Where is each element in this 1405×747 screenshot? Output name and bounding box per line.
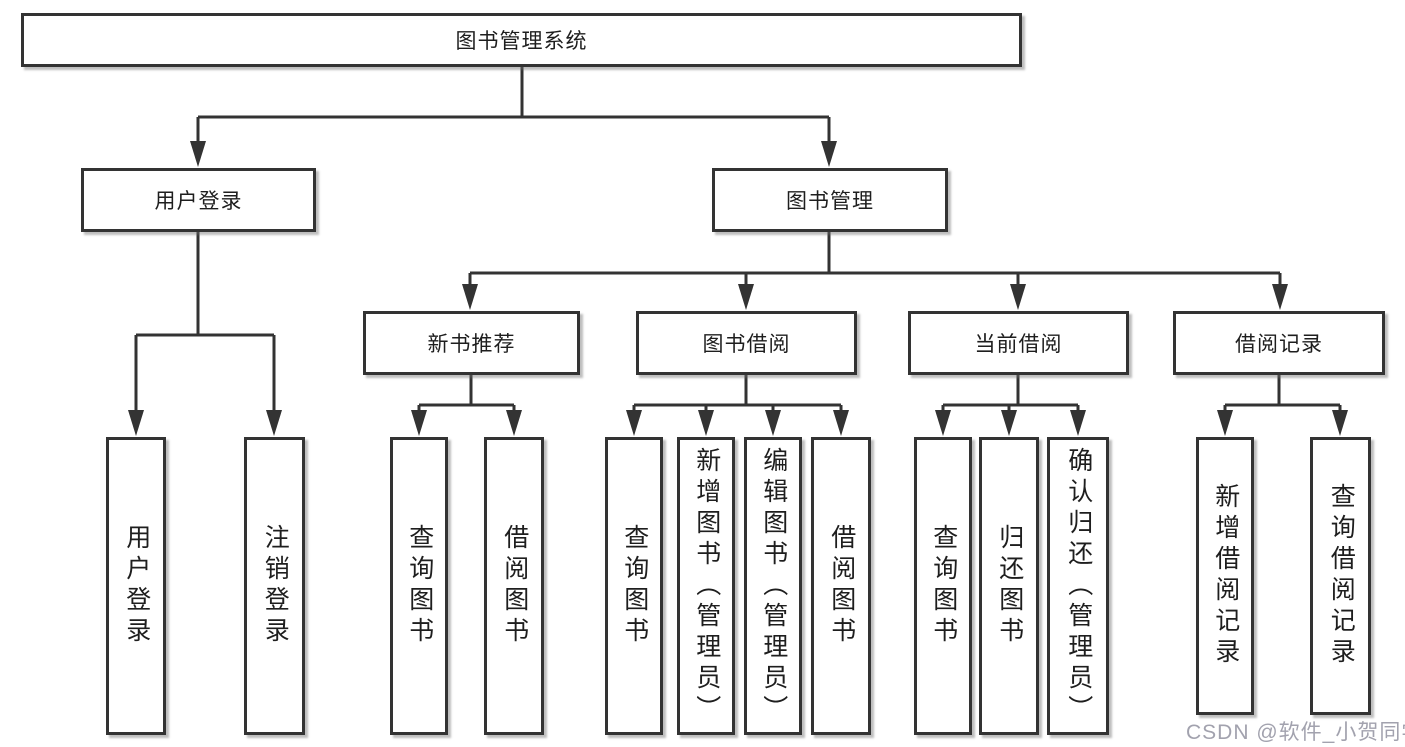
leaf-add-borrow-record: 新增借阅记录 <box>1196 437 1254 715</box>
leaf-borrow-books: 借阅图书 <box>811 437 871 735</box>
leaf-query-books-recommend: 查询图书 <box>390 437 448 735</box>
node-book-borrowing: 图书借阅 <box>636 311 857 375</box>
leaf-return-books: 归还图书 <box>979 437 1039 735</box>
leaf-label: 注销登录 <box>261 524 290 648</box>
leaf-logout: 注销登录 <box>244 437 305 735</box>
leaf-label: 编辑图书（管理员） <box>759 446 788 726</box>
leaf-label: 查询图书 <box>620 524 649 648</box>
leaf-label: 查询图书 <box>405 524 434 648</box>
leaf-query-borrow-record: 查询借阅记录 <box>1310 437 1371 715</box>
node-borrow-records: 借阅记录 <box>1173 311 1385 375</box>
leaf-label: 确认归还（管理员） <box>1064 446 1093 726</box>
leaf-borrow-books-recommend: 借阅图书 <box>484 437 544 735</box>
leaf-label: 归还图书 <box>995 524 1024 648</box>
node-book-management: 图书管理 <box>712 168 948 232</box>
leaf-label: 借阅图书 <box>500 524 529 648</box>
csdn-watermark: CSDN @软件_小贺同学 <box>1186 721 1405 744</box>
node-new-book-recommend: 新书推荐 <box>363 311 580 375</box>
leaf-edit-books-admin: 编辑图书（管理员） <box>744 437 802 735</box>
leaf-label: 借阅图书 <box>827 524 856 648</box>
leaf-label: 查询借阅记录 <box>1327 483 1356 669</box>
node-current-borrowing: 当前借阅 <box>908 311 1129 375</box>
leaf-label: 新增图书（管理员） <box>692 446 721 726</box>
leaf-confirm-return-admin: 确认归还（管理员） <box>1047 437 1109 735</box>
node-library-management-system: 图书管理系统 <box>21 13 1022 67</box>
node-user-login: 用户登录 <box>81 168 316 232</box>
leaf-label: 查询图书 <box>929 524 958 648</box>
arrowheads <box>128 141 1348 436</box>
leaf-label: 新增借阅记录 <box>1211 483 1240 669</box>
leaf-query-books-borrow: 查询图书 <box>605 437 663 735</box>
leaf-label: 用户登录 <box>122 524 151 648</box>
leaf-user-login: 用户登录 <box>106 437 166 735</box>
leaf-query-books-current: 查询图书 <box>914 437 972 735</box>
leaf-add-books-admin: 新增图书（管理员） <box>677 437 735 735</box>
